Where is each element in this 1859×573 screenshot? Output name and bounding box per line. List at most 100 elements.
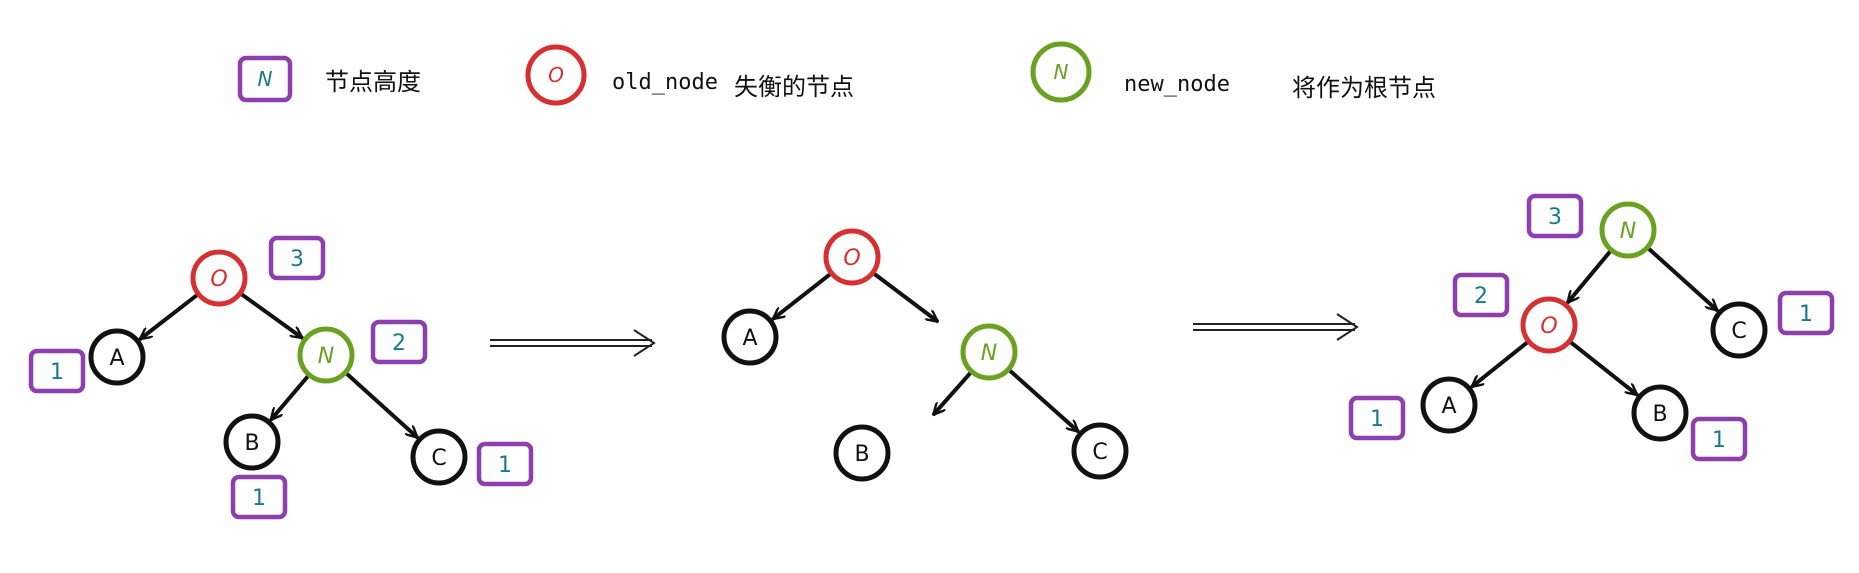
height-value-C: 1 bbox=[498, 453, 512, 478]
transition-arrow-2 bbox=[1193, 313, 1359, 341]
node-O-label: O bbox=[843, 246, 860, 271]
height-value-O: 2 bbox=[1474, 284, 1488, 309]
transition-arrows bbox=[490, 313, 1359, 357]
height-box-O bbox=[1452, 272, 1510, 318]
stage-3-edges bbox=[1472, 246, 1717, 395]
height-box-A bbox=[1348, 395, 1406, 441]
legend-old-node-desc: 失衡的节点 bbox=[734, 73, 854, 101]
edge-N-O bbox=[1568, 249, 1613, 302]
stage-2-edges bbox=[774, 271, 1078, 431]
node-O: O3 bbox=[190, 235, 326, 307]
height-value-C: 1 bbox=[1799, 302, 1813, 327]
node-A-label: A bbox=[742, 326, 757, 351]
node-C-label: C bbox=[431, 446, 446, 471]
legend-new-node-name: new_node bbox=[1124, 72, 1230, 97]
height-box-B bbox=[230, 474, 288, 520]
node-O-circle bbox=[190, 249, 248, 307]
height-value-A: 1 bbox=[50, 360, 64, 385]
edge-N-C bbox=[1646, 246, 1717, 310]
node-B-label: B bbox=[244, 431, 259, 456]
legend-height-box-symbol: N bbox=[258, 67, 273, 91]
height-value-O: 3 bbox=[290, 247, 304, 272]
node-O: O2 bbox=[1452, 272, 1578, 354]
legend-old-node-circle bbox=[525, 44, 587, 106]
node-N-circle bbox=[960, 323, 1018, 381]
edge-O-N bbox=[239, 292, 302, 337]
node-N-circle bbox=[1599, 201, 1657, 259]
legend-new-node-circle bbox=[1030, 41, 1092, 103]
node-A-label: A bbox=[1441, 394, 1456, 419]
legend-old-node-symbol: O bbox=[548, 63, 564, 87]
node-N-circle bbox=[297, 326, 355, 384]
node-A-circle bbox=[1420, 376, 1478, 434]
node-B: B bbox=[833, 424, 891, 482]
node-C-circle bbox=[1071, 422, 1129, 480]
node-B-label: B bbox=[854, 442, 869, 467]
legend-old-node-name: old_node bbox=[612, 70, 718, 95]
node-N-label: N bbox=[318, 344, 334, 369]
node-A-label: A bbox=[109, 346, 124, 371]
transition-arrow-1 bbox=[490, 329, 656, 357]
node-O: O bbox=[823, 228, 881, 286]
stage-2: O A N B C bbox=[721, 228, 1129, 482]
node-O-circle bbox=[1520, 296, 1578, 354]
node-B-circle bbox=[223, 413, 281, 471]
node-B: B1 bbox=[223, 413, 288, 520]
node-N-label: N bbox=[1620, 219, 1636, 244]
node-A: A1 bbox=[28, 328, 146, 394]
height-box-B bbox=[1690, 416, 1748, 462]
node-B-label: B bbox=[1652, 402, 1667, 427]
node-C-circle bbox=[410, 428, 468, 486]
node-C: C bbox=[1071, 422, 1129, 480]
height-box-A bbox=[28, 348, 86, 394]
height-value-B: 1 bbox=[252, 486, 266, 511]
edge-O-dangling bbox=[872, 271, 937, 321]
node-A-circle bbox=[721, 308, 779, 366]
node-A: A1 bbox=[1348, 376, 1478, 441]
height-box-O bbox=[268, 235, 326, 281]
height-value-B: 1 bbox=[1712, 428, 1726, 453]
node-O-circle bbox=[823, 228, 881, 286]
node-A-circle bbox=[88, 328, 146, 386]
node-C-circle bbox=[1710, 301, 1768, 359]
edge-N-B bbox=[271, 374, 310, 419]
height-value-N: 3 bbox=[1548, 205, 1562, 230]
node-A: A bbox=[721, 308, 779, 366]
height-box-N bbox=[1526, 193, 1584, 239]
height-box-C bbox=[476, 441, 534, 487]
edge-O-A bbox=[141, 293, 199, 338]
node-C-label: C bbox=[1731, 319, 1746, 344]
height-box-C bbox=[1777, 290, 1835, 336]
node-C-label: C bbox=[1092, 440, 1107, 465]
height-value-N: 2 bbox=[392, 331, 406, 356]
node-N-label: N bbox=[981, 341, 997, 366]
node-B-circle bbox=[833, 424, 891, 482]
node-O-label: O bbox=[210, 267, 227, 292]
stage-1-edges bbox=[141, 292, 417, 437]
legend-height-label: 节点高度 bbox=[325, 68, 421, 96]
legend-new-node-desc: 将作为根节点 bbox=[1292, 74, 1436, 102]
edge-N-C bbox=[344, 371, 417, 437]
edge-N-C bbox=[1007, 368, 1078, 431]
edge-O-A bbox=[1472, 340, 1530, 386]
edge-O-A bbox=[774, 272, 832, 318]
node-N: N bbox=[960, 323, 1018, 381]
legend-height-box bbox=[237, 55, 293, 103]
node-O-label: O bbox=[1540, 314, 1557, 339]
edge-N-dangling bbox=[934, 370, 973, 414]
height-value-A: 1 bbox=[1370, 407, 1384, 432]
node-N: N3 bbox=[1526, 193, 1657, 259]
edge-O-B bbox=[1568, 340, 1637, 394]
node-B-circle bbox=[1631, 384, 1689, 442]
node-B: B1 bbox=[1631, 384, 1748, 462]
node-N: N2 bbox=[297, 319, 428, 384]
legend-new-node-symbol: N bbox=[1054, 60, 1069, 84]
height-box-N bbox=[370, 319, 428, 365]
node-C: C1 bbox=[1710, 290, 1835, 359]
